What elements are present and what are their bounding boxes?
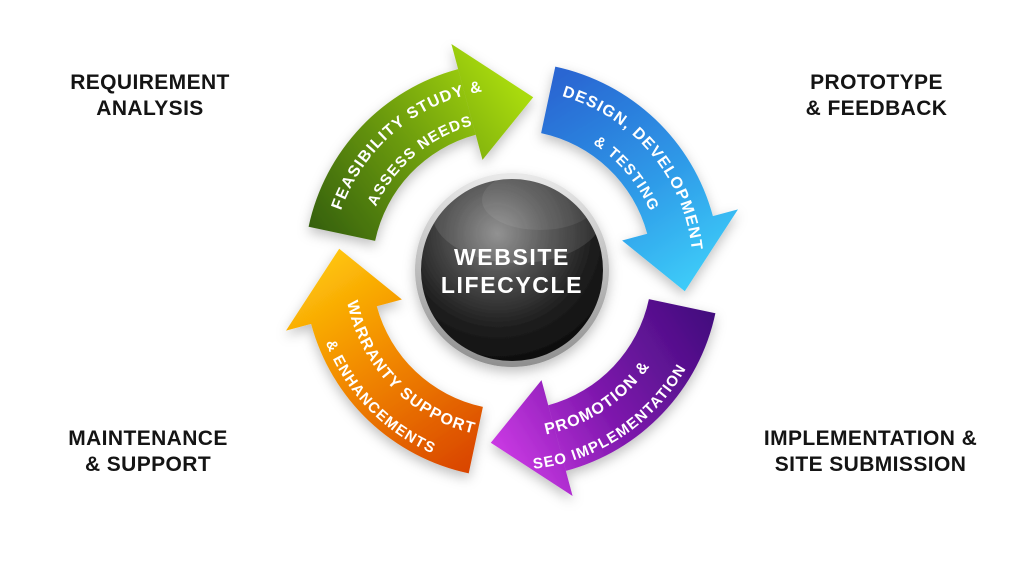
arrow-design-development bbox=[541, 66, 738, 292]
label-maintenance-support: MAINTENANCE & SUPPORT bbox=[28, 426, 268, 477]
center-sphere bbox=[415, 173, 609, 367]
arrow-warranty-support bbox=[286, 248, 483, 474]
label-line: IMPLEMENTATION & bbox=[763, 427, 978, 450]
arrow-feasibility-study bbox=[308, 44, 534, 241]
label-line: MAINTENANCE bbox=[68, 427, 228, 450]
center-title-line2: LIFECYCLE bbox=[441, 272, 583, 298]
label-requirement-analysis: REQUIREMENT ANALYSIS bbox=[30, 70, 270, 121]
arrow-promotion-seo bbox=[490, 299, 716, 496]
lifecycle-ring bbox=[286, 44, 738, 496]
label-implementation-submission: IMPLEMENTATION & SITE SUBMISSION bbox=[728, 426, 1013, 477]
label-line: SITE SUBMISSION bbox=[774, 452, 967, 476]
label-line: & SUPPORT bbox=[84, 452, 212, 476]
label-line: PROTOTYPE bbox=[810, 71, 943, 94]
label-line: ANALYSIS bbox=[96, 96, 204, 120]
label-line: REQUIREMENT bbox=[70, 71, 230, 94]
label-prototype-feedback: PROTOTYPE & FEEDBACK bbox=[754, 70, 999, 121]
center-title-line1: WEBSITE bbox=[454, 244, 570, 270]
label-line: & FEEDBACK bbox=[805, 96, 948, 120]
